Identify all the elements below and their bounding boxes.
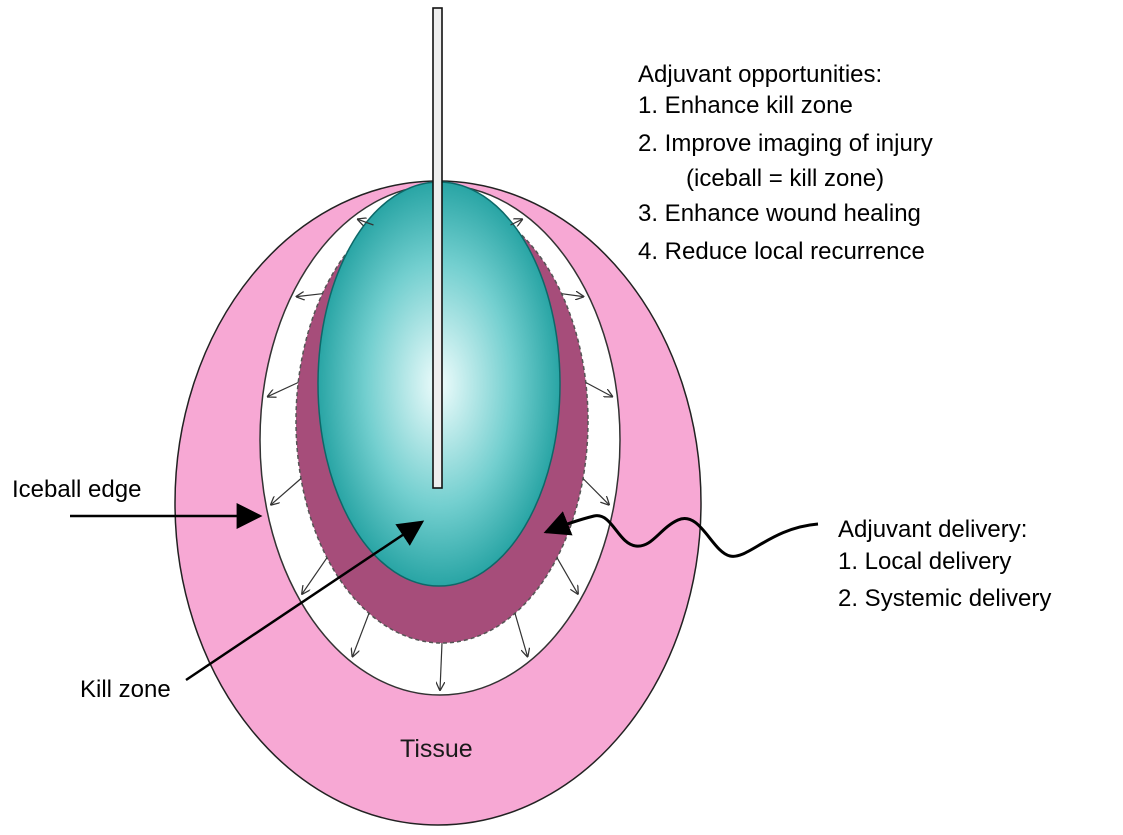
delivery-item: 1. Local delivery xyxy=(838,548,1011,575)
adjuvant-opportunities-list: Adjuvant opportunities: 1. Enhance kill … xyxy=(638,61,933,265)
cryoprobe xyxy=(433,8,442,488)
opportunity-item: 4. Reduce local recurrence xyxy=(638,238,925,265)
opportunity-item: 3. Enhance wound healing xyxy=(638,200,921,227)
kill-zone-label: Kill zone xyxy=(80,676,171,703)
opportunity-item-note: (iceball = kill zone) xyxy=(686,165,884,192)
adjuvant-opportunities-heading: Adjuvant opportunities: xyxy=(638,61,882,88)
iceball-edge-label: Iceball edge xyxy=(12,476,141,503)
opportunity-item: 2. Improve imaging of injury xyxy=(638,130,933,157)
opportunity-item: 1. Enhance kill zone xyxy=(638,92,853,119)
adjuvant-delivery-heading: Adjuvant delivery: xyxy=(838,516,1027,543)
delivery-item: 2. Systemic delivery xyxy=(838,585,1051,612)
tissue-label: Tissue xyxy=(400,735,473,763)
adjuvant-delivery-list: Adjuvant delivery: 1. Local delivery 2. … xyxy=(838,516,1051,612)
